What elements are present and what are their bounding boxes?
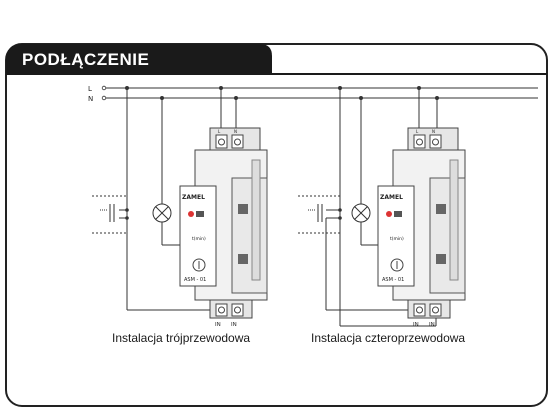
line-label-l: L — [88, 85, 92, 93]
module-time-label-left: t(min) — [192, 236, 206, 242]
page-title: PODŁĄCZENIE — [22, 50, 150, 69]
module-model-right: ASM - 01 — [382, 277, 404, 283]
bus-lines — [103, 87, 538, 99]
circuit-four-wire — [298, 86, 439, 327]
module-model-left: ASM - 01 — [184, 277, 206, 283]
caption-three-wire: Instalacja trójprzewodowa — [112, 331, 251, 345]
terminal-bottom-in2-right: IN — [429, 322, 435, 328]
terminal-top-l-left: L — [218, 129, 221, 134]
terminal-bottom-in1-right: IN — [413, 322, 419, 328]
terminal-top-n-left: N — [234, 129, 237, 134]
caption-four-wire: Instalacja czteroprzewodowa — [311, 331, 466, 345]
header-tab — [6, 44, 272, 74]
terminal-bottom-in2-left: IN — [231, 322, 237, 328]
module-time-label-right: t(min) — [390, 236, 404, 242]
terminal-top-n-right: N — [432, 129, 435, 134]
terminal-top-l-right: L — [416, 129, 419, 134]
terminal-bottom-in1-left: IN — [215, 322, 221, 328]
relay-module-right — [377, 127, 466, 319]
module-brand-right: ZAMEL — [380, 194, 403, 201]
relay-module-left — [179, 127, 268, 319]
module-brand-left: ZAMEL — [182, 194, 205, 201]
line-label-n: N — [88, 95, 93, 103]
